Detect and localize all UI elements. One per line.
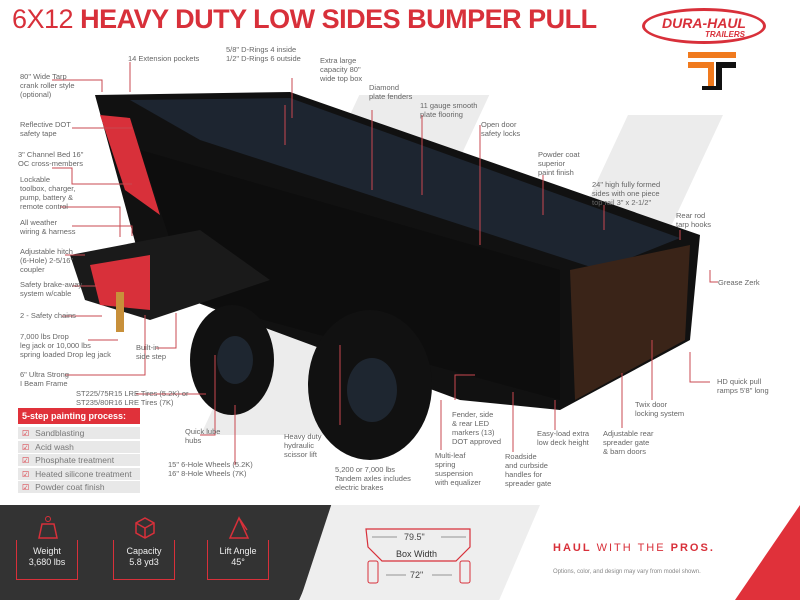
painting-step: ☑Powder coat finish xyxy=(18,481,140,493)
front-wheel-hub xyxy=(217,336,253,384)
callout-frame: 6" Ultra Strong I Beam Frame xyxy=(20,370,69,388)
spec-panel-grey xyxy=(300,505,540,600)
weight-icon xyxy=(38,516,58,539)
callout-scissor-lift: Heavy duty hydraulic scissor lift xyxy=(284,432,322,459)
callout-side-step: Built-in side step xyxy=(136,343,167,361)
callout-tarp-hooks: Rear rod tarp hooks xyxy=(676,211,712,229)
callout-led-markers: Fender, side & rear LED markers (13) DOT… xyxy=(452,410,502,446)
red-accent-triangle xyxy=(735,505,800,600)
box-width-diagram: 79.5" Box Width 72" xyxy=(364,527,474,587)
callout-jack: 7,000 lbs Drop leg jack or 10,000 lbs sp… xyxy=(20,332,111,359)
callout-suspension: Multi-leaf spring suspension with equali… xyxy=(435,451,481,487)
box-width-label: Box Width xyxy=(396,549,438,559)
angle-icon xyxy=(228,516,250,539)
callout-deck-height: Easy-load extra low deck height xyxy=(537,429,590,447)
rear-wheel-hub xyxy=(347,358,397,422)
callout-grease-zerk: Grease Zerk xyxy=(718,278,760,287)
checkbox-icon: ☑ xyxy=(22,442,30,452)
checkbox-icon: ☑ xyxy=(22,429,30,438)
callout-toolbox: Lockable toolbox, charger, pump, battery… xyxy=(20,175,76,211)
callout-axles: 5,200 or 7,000 lbs Tandem axles includes… xyxy=(335,465,411,492)
painting-heading: 5-step painting process: xyxy=(18,408,140,424)
painting-step: ☑Heated silicone treatment xyxy=(18,467,140,480)
cube-icon xyxy=(135,517,155,539)
checkbox-icon: ☑ xyxy=(22,469,30,479)
painting-step: ☑Acid wash xyxy=(18,440,140,453)
red-hitch-plate xyxy=(90,255,150,310)
callout-hubs: Quick lube hubs xyxy=(185,427,221,445)
box-inner-width: 72" xyxy=(410,570,424,580)
callout-extension-pockets: 14 Extension pockets xyxy=(128,54,200,63)
painting-step: ☑Phosphate treatment xyxy=(18,454,140,466)
box-outline xyxy=(365,528,471,584)
callout-paint-finish: Powder coat superior paint finish xyxy=(538,150,580,177)
callout-leader-lines xyxy=(52,62,718,465)
callout-tires: ST225/75R15 LRE Tires (5.2K) or ST235/80… xyxy=(76,389,189,407)
box-side-panel xyxy=(140,150,560,400)
callout-spreader-gate: Adjustable rear spreader gate & barn doo… xyxy=(603,429,654,456)
disclaimer: Options, color, and design may vary from… xyxy=(553,569,701,575)
callout-wiring: All weather wiring & harness xyxy=(20,218,76,236)
callout-d-rings: 5/8" D-Rings 4 inside 1/2" D-Rings 6 out… xyxy=(226,45,301,63)
callout-fenders: Diamond plate fenders xyxy=(369,83,413,101)
drop-leg-jack xyxy=(116,292,124,332)
painting-step: ☑Sandblasting xyxy=(18,427,140,439)
callout-safety-locks: Open door safety locks xyxy=(481,120,521,138)
callout-reflective-tape: Reflective DOT safety tape xyxy=(20,120,71,138)
checkbox-icon: ☑ xyxy=(22,456,30,465)
t-brand-logo xyxy=(688,52,736,90)
dump-box-interior xyxy=(130,98,680,270)
callout-channel-bed: 3" Channel Bed 16" OC cross-members xyxy=(18,150,84,168)
callout-tarp: 80" Wide Tarp crank roller style (option… xyxy=(20,72,75,99)
callout-sides: 24" high fully formed sides with one pie… xyxy=(592,180,661,207)
checkbox-icon: ☑ xyxy=(22,483,30,492)
callout-hitch: Adjustable hitch (6-Hole) 2-5/16" couple… xyxy=(20,247,74,274)
callout-safety-chains: 2 - Safety chains xyxy=(20,311,76,320)
callout-handles: Roadside and curbside handles for spread… xyxy=(505,452,552,488)
rear-gate xyxy=(570,245,690,400)
callout-door-lock: Twix door locking system xyxy=(635,400,685,418)
slogan: HAUL WITH THE PROS. xyxy=(553,542,715,554)
red-corner-plate xyxy=(100,115,160,215)
callout-top-box: Extra large capacity 80" wide top box xyxy=(320,56,363,83)
box-outer-width: 79.5" xyxy=(404,532,425,542)
painting-process: 5-step painting process: ☑Sandblasting ☑… xyxy=(18,408,140,495)
callout-wheels: 15" 6-Hole Wheels (5.2K) 16" 8-Hole Whee… xyxy=(168,460,253,478)
callout-flooring: 11 gauge smooth plate flooring xyxy=(420,101,478,119)
callout-ramps: HD quick pull ramps 5'8" long xyxy=(717,377,769,395)
callout-brake-away: Safety brake-away system w/cable xyxy=(20,280,83,298)
page-title: 6X12 HEAVY DUTY LOW SIDES BUMPER PULL xyxy=(12,4,597,34)
spec-panel-dark xyxy=(0,505,340,600)
